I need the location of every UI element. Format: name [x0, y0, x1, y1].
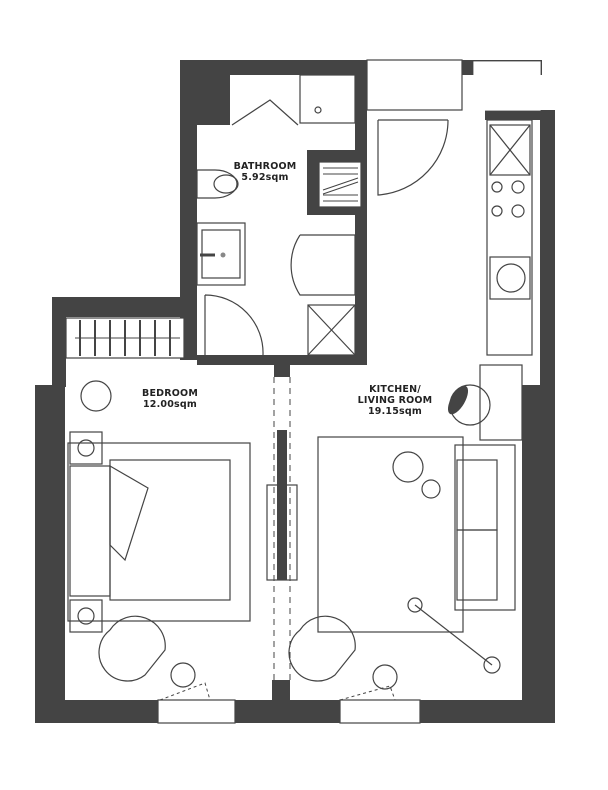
living-furniture — [288, 384, 516, 701]
walls — [35, 60, 555, 723]
bathroom-fixtures — [196, 74, 362, 356]
room-area: 19.15sqm — [367, 406, 422, 417]
room-name: KITCHEN/ — [369, 384, 421, 395]
kitchen-fixtures — [377, 119, 533, 441]
room-label-bedroom: BEDROOM 12.00sqm — [130, 388, 210, 410]
room-name-line2: LIVING ROOM — [357, 395, 433, 406]
partition-sliding-door — [266, 377, 298, 680]
bedroom-furniture — [65, 317, 251, 701]
windows — [157, 59, 541, 724]
room-label-kitchen-living: KITCHEN/ LIVING ROOM 19.15sqm — [345, 384, 445, 417]
room-label-bathroom: BATHROOM 5.92sqm — [230, 161, 300, 183]
room-area: 5.92sqm — [241, 172, 289, 183]
room-name: BEDROOM — [142, 388, 198, 399]
room-name: BATHROOM — [233, 161, 297, 172]
room-area: 12.00sqm — [142, 399, 197, 410]
